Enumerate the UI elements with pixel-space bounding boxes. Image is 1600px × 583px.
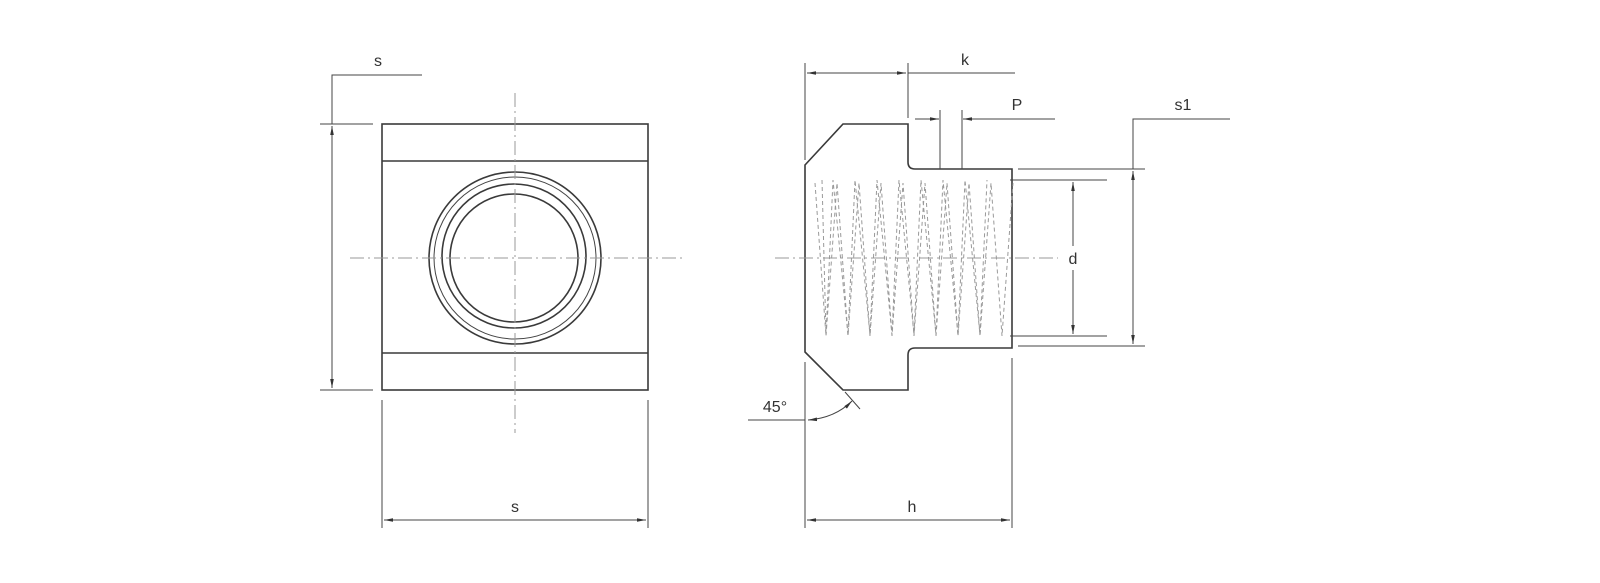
label-d: d — [1069, 251, 1078, 268]
s-leader — [331, 74, 422, 124]
s1-leader — [1132, 118, 1230, 169]
side-view: k P s1 d h 45° — [748, 52, 1230, 528]
angle-extension-line — [844, 391, 861, 410]
label-h: h — [908, 499, 917, 516]
angle-arc — [807, 400, 853, 422]
front-view: s s — [320, 53, 682, 528]
label-angle: 45° — [763, 399, 787, 416]
thread-line — [821, 179, 988, 336]
thread-circle — [441, 183, 587, 329]
label-s1: s1 — [1175, 97, 1192, 114]
thread-line — [814, 182, 1014, 337]
thread-hidden-lines — [814, 179, 1014, 337]
nut-profile — [804, 123, 1013, 391]
label-s-bottom: s — [511, 499, 519, 516]
label-k: k — [961, 52, 970, 69]
label-s-top: s — [374, 53, 382, 70]
label-p: P — [1012, 97, 1023, 114]
